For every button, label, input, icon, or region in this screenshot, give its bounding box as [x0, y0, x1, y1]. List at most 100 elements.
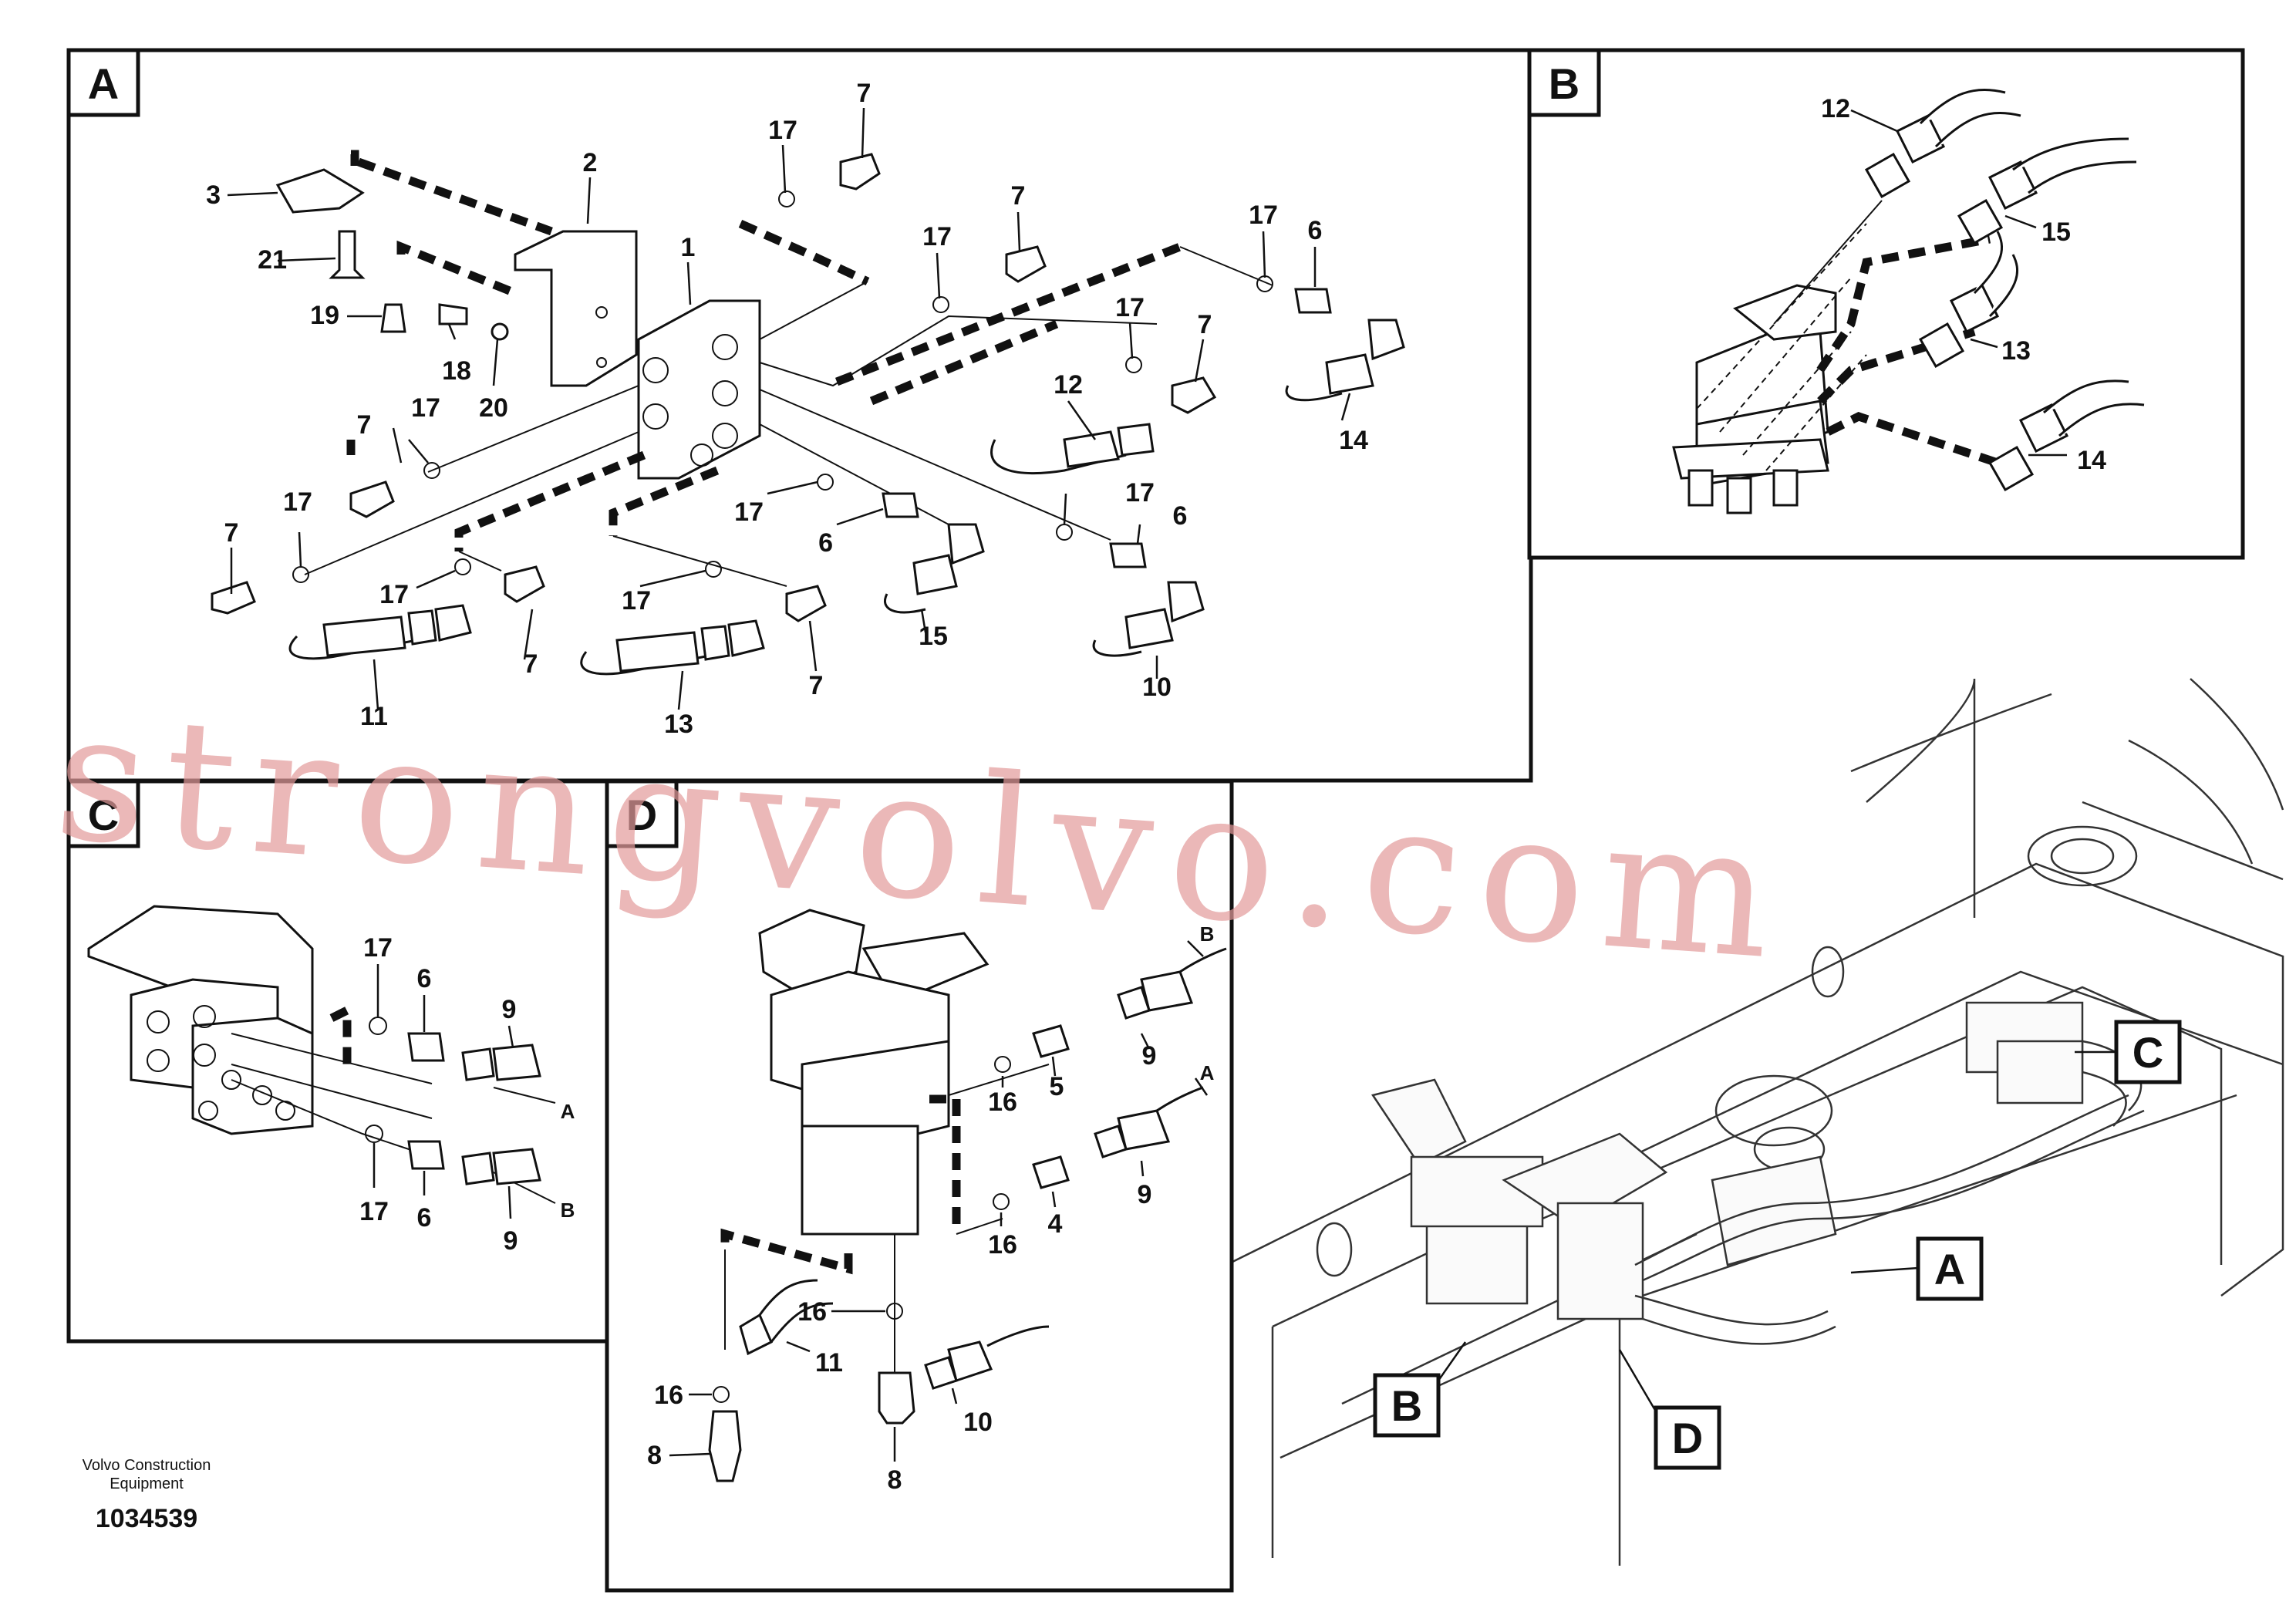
- panel-b: B: [1527, 48, 2245, 560]
- callout-7-lower-left: 7: [224, 518, 239, 548]
- callout-12-b: 12: [1821, 94, 1850, 123]
- elbow-fitting-7-mid: [504, 565, 545, 603]
- callout-10-d: 10: [963, 1408, 993, 1437]
- callout-8-d-right: 8: [888, 1465, 902, 1495]
- callout-16-d-bottom: 16: [654, 1381, 683, 1410]
- pedal-valve-d: [758, 909, 990, 1236]
- end-tag-a-d: A: [1200, 1061, 1215, 1084]
- callout-6-c-top: 6: [417, 964, 432, 993]
- elbow-fitting-7-right: [1171, 376, 1217, 414]
- svg-text:B: B: [1549, 59, 1580, 108]
- adapter-5-d: [1032, 1024, 1070, 1058]
- svg-text:A: A: [88, 59, 119, 108]
- elbow-fitting-7-lower-left: [211, 581, 256, 615]
- callout-17-bottom-mid: 17: [622, 586, 651, 615]
- callout-17-top: 17: [768, 116, 797, 145]
- callout-6-lower-right: 6: [1173, 501, 1188, 531]
- svg-text:D: D: [626, 791, 657, 839]
- svg-text:D: D: [1672, 1414, 1703, 1462]
- callout-16-d-lower: 16: [797, 1297, 827, 1327]
- clamp-3: [275, 168, 365, 214]
- bolt-21: [329, 230, 366, 279]
- callout-9-c-bottom: 9: [504, 1226, 518, 1256]
- overview-tag-d: D: [1618, 1349, 1721, 1470]
- adapter-6-mid: [882, 492, 919, 518]
- hose-10-d: [924, 1325, 1050, 1390]
- callout-18: 18: [442, 356, 471, 386]
- adapter-6-top-right: [1294, 288, 1332, 314]
- panel-c-tag: C: [66, 779, 140, 848]
- panel-d-tag: D: [605, 779, 679, 848]
- callout-13: 13: [664, 710, 693, 739]
- callout-20: 20: [479, 393, 508, 423]
- callout-21: 21: [258, 245, 287, 275]
- overview-tag-c: C: [2075, 1020, 2182, 1084]
- callout-2: 2: [583, 148, 598, 177]
- washer-20: [491, 322, 509, 341]
- callout-17-right: 17: [1115, 293, 1145, 322]
- hose-9-d-top: [1117, 947, 1227, 1020]
- elbow-fitting-7-lower-mid: [785, 585, 827, 622]
- hose-15: [884, 523, 985, 614]
- overview-tag-b: B: [1373, 1341, 1467, 1438]
- elbow-fitting-7-left: [349, 481, 395, 518]
- valve-block-c: [87, 905, 314, 1135]
- callout-19: 19: [310, 301, 339, 330]
- panel-b-tag: B: [1527, 48, 1601, 117]
- callout-17-lower-left: 17: [283, 487, 312, 517]
- callout-7-right: 7: [1198, 310, 1212, 339]
- callout-16-d-top: 16: [988, 1088, 1017, 1117]
- brand-name: Volvo Construction Equipment: [82, 1457, 211, 1492]
- callout-16-d-mid: 16: [988, 1230, 1017, 1259]
- overview-illustration: A B C D: [1226, 678, 2284, 1566]
- panel-d: D: [605, 779, 1234, 1593]
- hose-fitting-12-b: [1864, 88, 2021, 199]
- callout-7-left: 7: [357, 410, 372, 440]
- callout-9-d-bottom: 9: [1138, 1180, 1152, 1209]
- callout-9-c-top: 9: [502, 995, 517, 1024]
- callout-17-bottom-left: 17: [379, 580, 409, 609]
- adapter-6-lower-right: [1109, 542, 1147, 568]
- bolt-18: [438, 303, 468, 325]
- callout-15: 15: [919, 622, 948, 651]
- callout-14: 14: [1339, 426, 1368, 455]
- hose-9-c-bottom: [461, 1148, 541, 1185]
- fitting-8-d-left: [708, 1410, 742, 1482]
- overview-tag-a: A: [1850, 1236, 1984, 1301]
- svg-text:C: C: [2132, 1028, 2163, 1077]
- callout-6-c-bottom: 6: [417, 1203, 432, 1233]
- callout-13-b: 13: [2001, 336, 2031, 366]
- end-tag-b-c: B: [561, 1199, 575, 1222]
- callout-7-bottom-left: 7: [524, 649, 538, 679]
- adapter-6-c-top: [407, 1032, 445, 1062]
- hose-fitting-14-b: [1988, 379, 2145, 492]
- end-tag-b-d: B: [1200, 922, 1215, 946]
- callout-4-d: 4: [1048, 1209, 1063, 1239]
- svg-text:C: C: [88, 791, 119, 839]
- bracket-2: [514, 230, 638, 387]
- callout-7-top: 7: [857, 79, 872, 108]
- hose-13: [580, 619, 765, 676]
- callout-6-top-right: 6: [1308, 216, 1323, 245]
- adapter-6-c-bottom: [407, 1140, 445, 1170]
- hose-fitting-13-b: [1918, 231, 2018, 369]
- hose-11-d: [739, 1279, 834, 1356]
- hose-10: [1092, 581, 1205, 657]
- callout-17-lower-right: 17: [1125, 478, 1155, 508]
- hose-12: [990, 423, 1155, 475]
- end-tag-a-c: A: [561, 1100, 575, 1123]
- hose-14: [1285, 319, 1405, 402]
- callout-8-d-left: 8: [647, 1441, 662, 1470]
- callout-11: 11: [360, 702, 388, 731]
- panel-a: A: [66, 48, 1533, 783]
- panel-a-tag: A: [66, 48, 140, 117]
- callout-7-upper: 7: [1011, 181, 1026, 211]
- manifold-block-1: [637, 299, 761, 480]
- hose-11: [288, 604, 472, 660]
- callout-3: 3: [206, 180, 221, 210]
- callout-11-d: 11: [815, 1348, 843, 1378]
- adapter-4-d: [1032, 1155, 1070, 1189]
- callout-5-d: 5: [1050, 1072, 1064, 1101]
- callout-12: 12: [1054, 370, 1083, 400]
- callout-17-c-top: 17: [363, 933, 393, 963]
